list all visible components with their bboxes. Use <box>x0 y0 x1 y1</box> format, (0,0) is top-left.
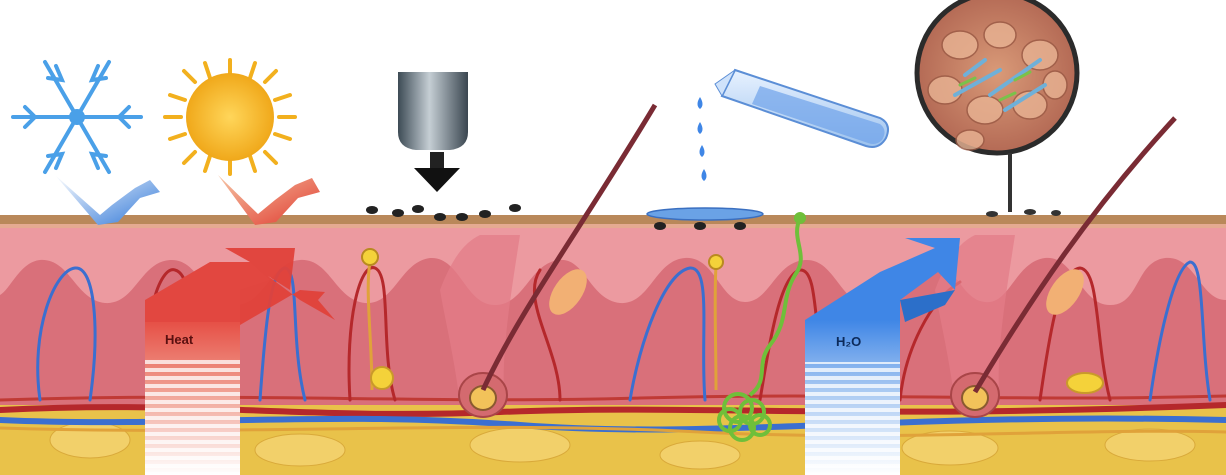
pacinian-corpuscle <box>371 367 393 389</box>
heat-label: Heat <box>165 332 194 347</box>
nerve-ending <box>709 255 723 269</box>
stratum-corneum <box>0 215 1226 224</box>
test-tube-icon <box>715 70 888 147</box>
snowflake-icon <box>13 62 141 172</box>
applicator-icon <box>398 72 468 192</box>
liquid-film <box>647 208 763 220</box>
water-label: H₂O <box>836 334 861 349</box>
pacinian-corpuscle <box>1067 373 1103 393</box>
magnifier-circle-icon <box>917 0 1077 153</box>
drops <box>698 97 707 181</box>
sun-icon <box>165 60 295 174</box>
nerve-ending <box>362 249 378 265</box>
